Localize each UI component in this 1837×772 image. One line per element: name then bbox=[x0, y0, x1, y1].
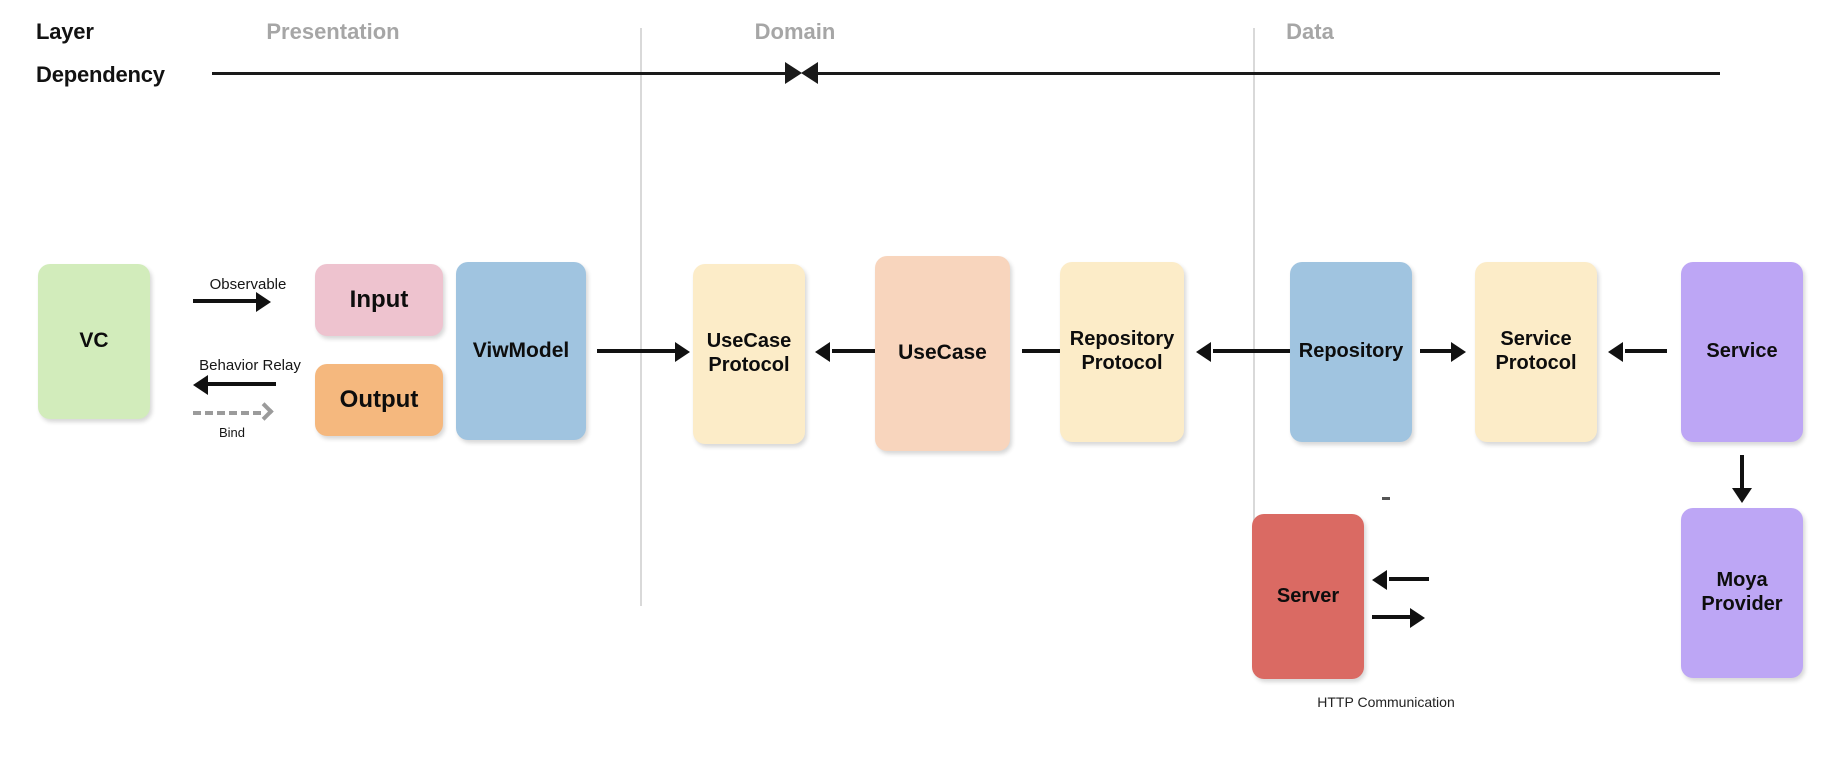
caption-http-communication: HTTP Communication bbox=[1317, 694, 1455, 710]
layer-header-presentation: Presentation bbox=[266, 19, 400, 44]
behavior-relay-arrow-line bbox=[208, 382, 276, 386]
viwmodel-to-usecase-protocol-line bbox=[597, 349, 679, 353]
usecase-to-protocol-arrowhead bbox=[815, 342, 830, 362]
divider-presentation-domain bbox=[640, 28, 642, 606]
service-to-protocol-arrowhead bbox=[1608, 342, 1623, 362]
bind-arrowhead bbox=[255, 402, 274, 421]
observable-arrow-line bbox=[193, 299, 258, 303]
node-repository[interactable]: Repository bbox=[1290, 262, 1412, 442]
layer-header-domain: Domain bbox=[754, 19, 836, 44]
moya-to-server-line bbox=[1389, 577, 1429, 581]
row-label-dependency: Dependency bbox=[36, 62, 165, 87]
node-input[interactable]: Input bbox=[315, 264, 443, 336]
divider-domain-data bbox=[1253, 28, 1255, 606]
observable-arrowhead bbox=[256, 292, 271, 312]
node-server[interactable]: Server bbox=[1252, 514, 1364, 679]
edge-label-bind: Bind bbox=[218, 425, 246, 440]
viwmodel-to-usecase-protocol-arrowhead bbox=[675, 342, 690, 362]
repository-to-protocol-line bbox=[1213, 349, 1313, 353]
edge-label-behavior-relay: Behavior Relay bbox=[199, 357, 301, 374]
usecase-to-repository-protocol-line bbox=[1022, 349, 1067, 353]
behavior-relay-arrowhead bbox=[193, 375, 208, 395]
moya-to-server-arrowhead bbox=[1372, 570, 1387, 590]
dependency-arrowhead-left bbox=[801, 62, 818, 84]
repository-to-service-protocol-arrowhead bbox=[1451, 342, 1466, 362]
row-label-layer: Layer bbox=[36, 19, 94, 44]
node-output[interactable]: Output bbox=[315, 364, 443, 436]
repository-to-service-protocol-line bbox=[1420, 349, 1455, 353]
repository-to-protocol-arrowhead bbox=[1196, 342, 1211, 362]
node-service[interactable]: Service bbox=[1681, 262, 1803, 442]
node-repository-protocol[interactable]: Repository Protocol bbox=[1060, 262, 1184, 442]
stray-mark bbox=[1382, 497, 1390, 500]
service-to-moya-provider-line bbox=[1740, 455, 1744, 493]
edge-label-observable: Observable bbox=[209, 276, 287, 293]
server-to-moya-arrowhead bbox=[1410, 608, 1425, 628]
dependency-arrowhead-right bbox=[785, 62, 802, 84]
node-vc[interactable]: VC bbox=[38, 264, 150, 419]
node-moya-provider[interactable]: Moya Provider bbox=[1681, 508, 1803, 678]
node-viwmodel[interactable]: ViwModel bbox=[456, 262, 586, 440]
usecase-to-protocol-line bbox=[832, 349, 882, 353]
server-to-moya-line bbox=[1372, 615, 1412, 619]
service-to-protocol-line bbox=[1625, 349, 1667, 353]
service-to-moya-provider-arrowhead bbox=[1732, 488, 1752, 503]
node-usecase-protocol[interactable]: UseCase Protocol bbox=[693, 264, 805, 444]
layer-header-data: Data bbox=[1286, 19, 1334, 44]
node-service-protocol[interactable]: Service Protocol bbox=[1475, 262, 1597, 442]
node-usecase[interactable]: UseCase bbox=[875, 256, 1010, 451]
bind-arrow-dashed-line bbox=[193, 411, 261, 415]
dependency-arrow-right-line bbox=[818, 72, 1720, 75]
dependency-arrow-left-line bbox=[212, 72, 787, 75]
